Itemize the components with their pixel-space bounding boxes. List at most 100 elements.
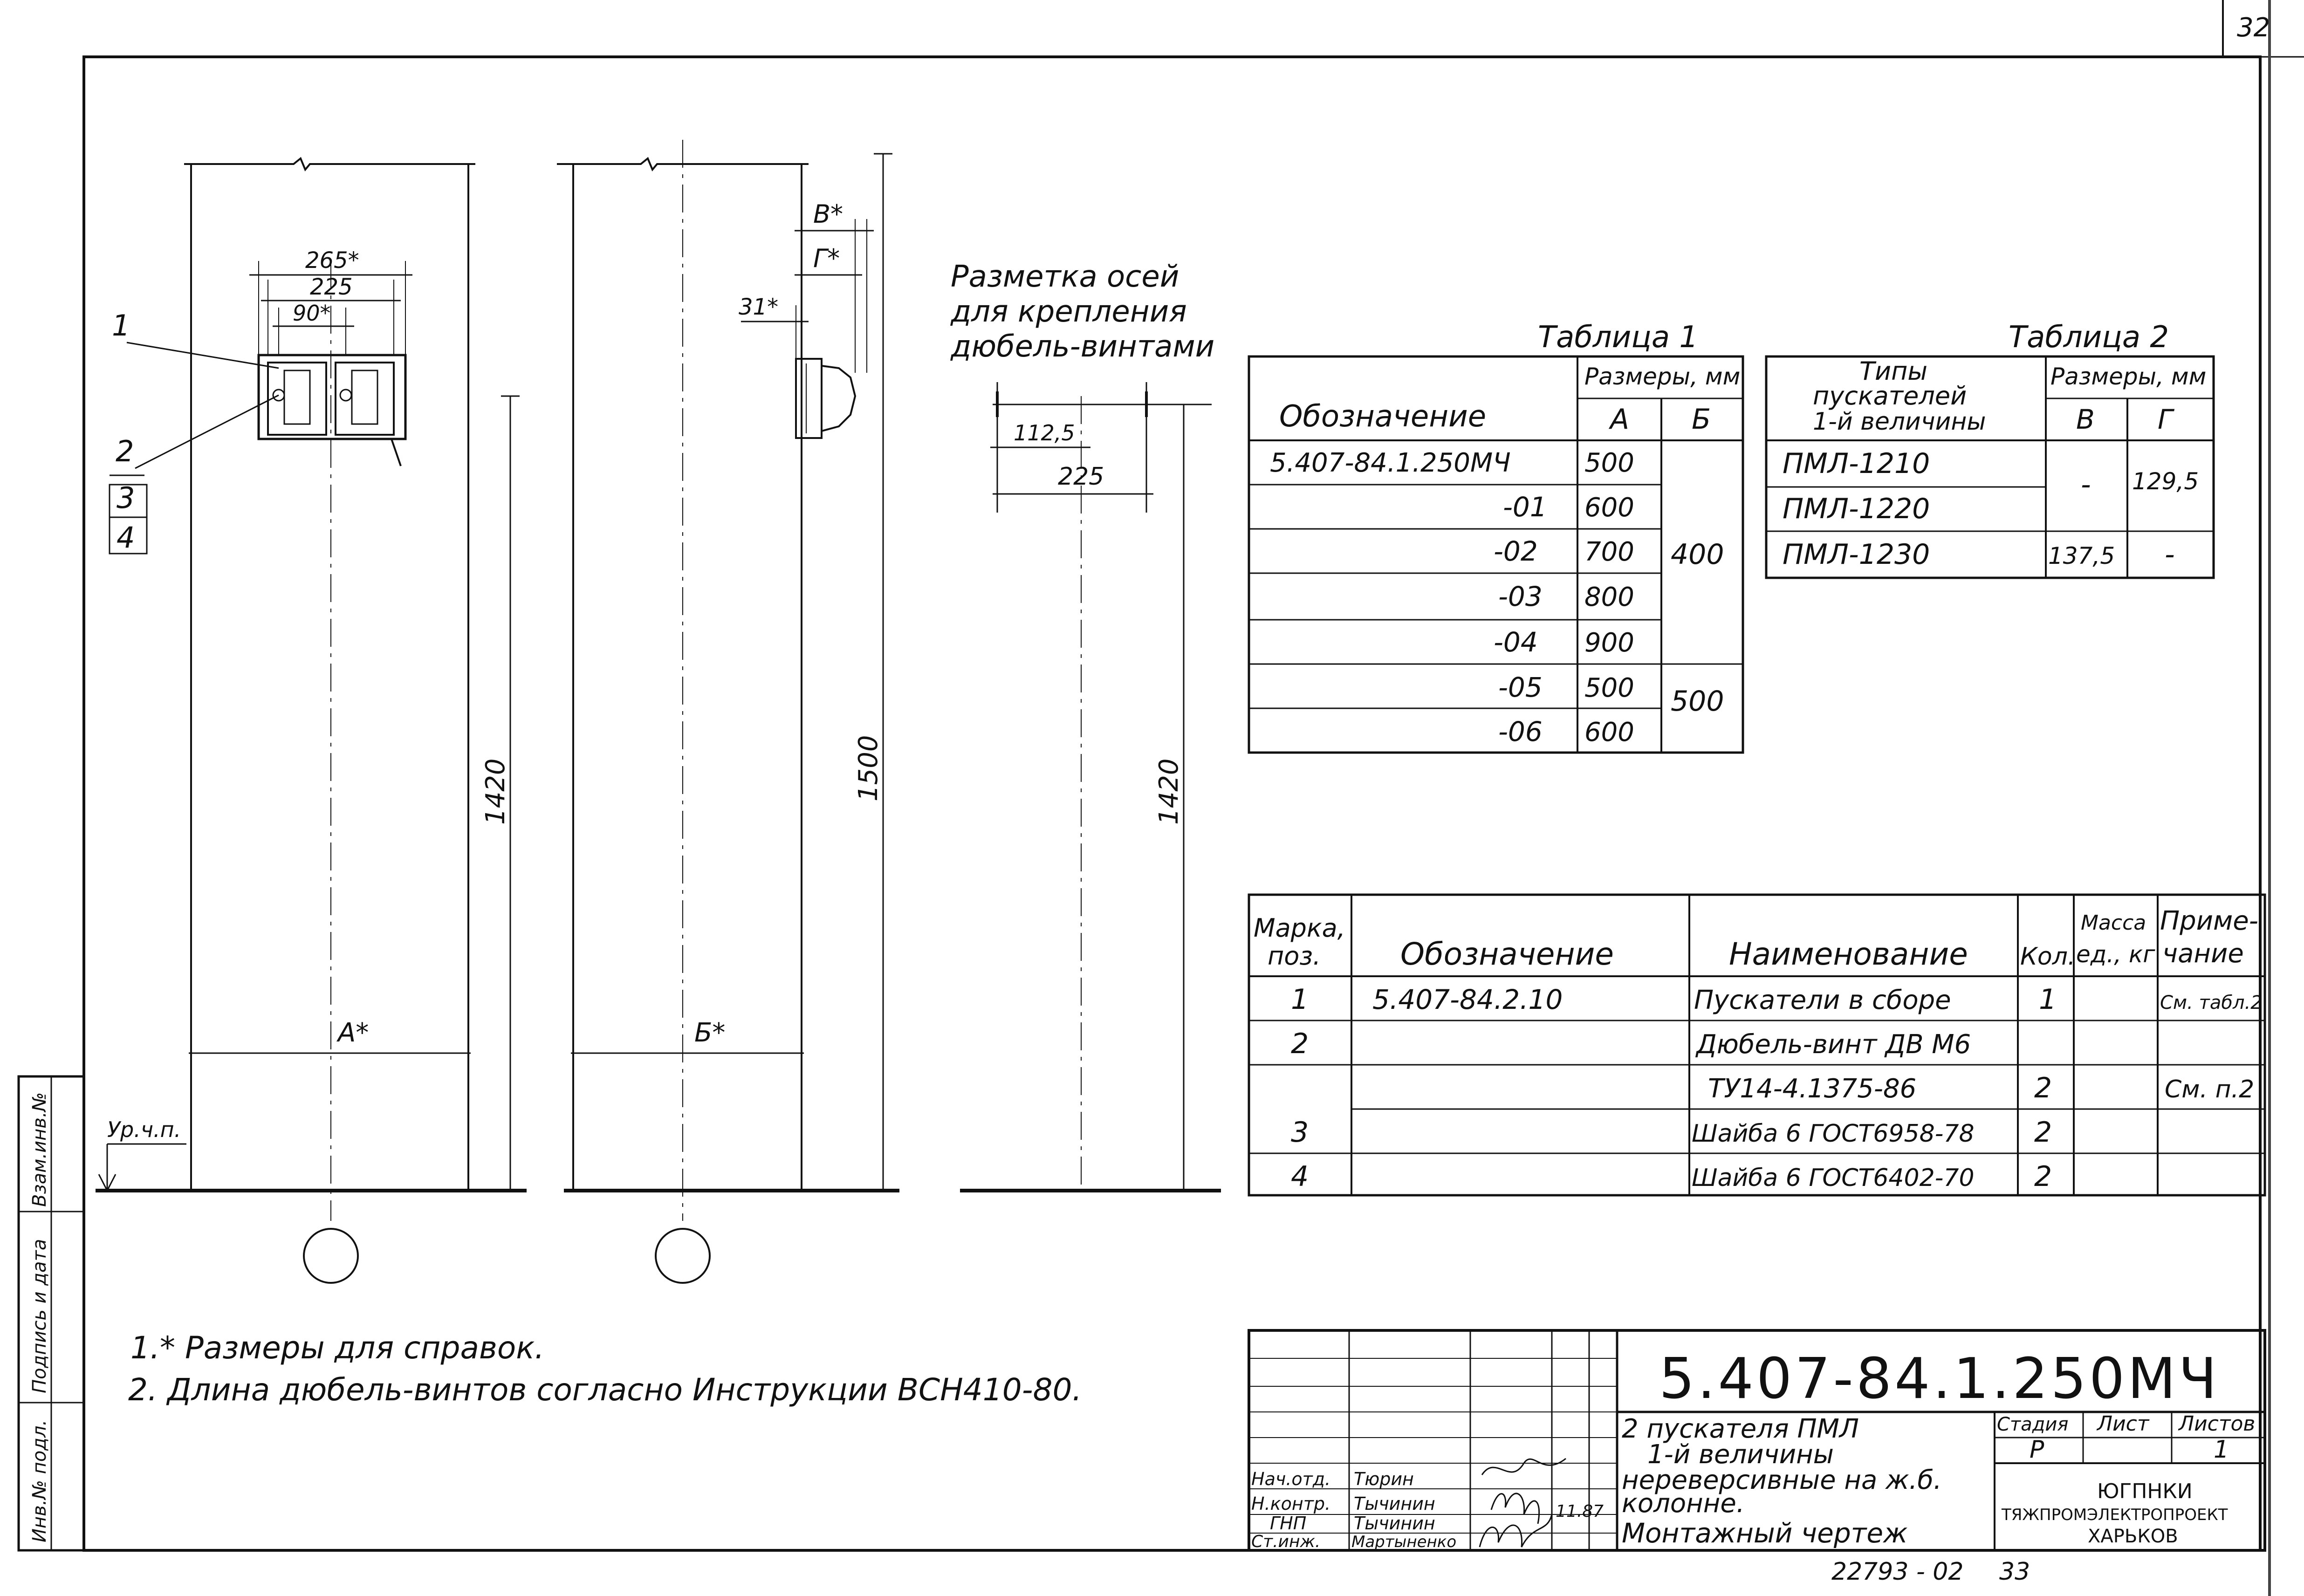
name-2: Тычинин: [1354, 1493, 1435, 1514]
table1-row-6-a: 500: [1584, 673, 1634, 703]
marking-dim-height: 1420: [1154, 758, 1184, 825]
table1-header-a: А: [1608, 403, 1629, 436]
spec-header-mass-line-2: ед., кг: [2076, 941, 2155, 968]
bottom-page: 33: [1999, 1558, 2030, 1586]
org-line-3: ХАРЬКОВ: [2088, 1526, 2178, 1547]
table2-row-3-type: ПМЛ-1230: [1783, 538, 1930, 571]
spec-row-4-name: Шайба 6 ГОСТ6958-78: [1692, 1120, 1975, 1148]
marking-title-line-3: дюбель-винтами: [950, 329, 1214, 364]
table2-row-2-type: ПМЛ-1220: [1783, 493, 1930, 525]
spec-row-1-pos: 1: [1291, 983, 1309, 1016]
table2-header-g: Г: [2158, 404, 2175, 435]
table2-header-sizes: Размеры, мм: [2050, 363, 2206, 390]
spec-row-1-note: См. табл.2: [2160, 992, 2263, 1014]
spec-row-3-note: См. п.2: [2165, 1075, 2254, 1103]
table1-header-sizes: Размеры, мм: [1584, 363, 1740, 390]
table2-header-types-line-1: Типы: [1859, 356, 1927, 386]
spec-row-5-name: Шайба 6 ГОСТ6402-70: [1692, 1164, 1975, 1192]
name-4: Мартыненко: [1351, 1533, 1456, 1551]
title-line-2: 1-й величины: [1647, 1439, 1834, 1470]
spec-header-mark-line-1: Марка,: [1254, 913, 1345, 943]
signature-2: [1490, 1493, 1540, 1524]
dim-g-star: Г*: [813, 244, 840, 273]
stage-label: Стадия: [1997, 1414, 2068, 1435]
sheet-frame: 32: [82, 0, 2304, 1596]
spec-row-1-designation: 5.407-84.2.10: [1372, 984, 1563, 1015]
column-section-circle: [303, 1228, 359, 1284]
table-2: Таблица 2 Типы пускателей 1-й величины Р…: [1765, 320, 2215, 579]
role-1: Нач.отд.: [1251, 1469, 1330, 1489]
spec-row-1-qty: 1: [2039, 983, 2057, 1016]
table2-row-1-type: ПМЛ-1210: [1783, 447, 1930, 480]
title-block: 5.407-84.1.250МЧ Нач.отд. Н.контр. ГНП С…: [1248, 1329, 2266, 1552]
dim-a: А*: [336, 1018, 369, 1048]
table1-row-7-designation: -06: [1498, 716, 1543, 747]
date: 11.87: [1556, 1502, 1604, 1521]
title-line-5: Монтажный чертеж: [1622, 1517, 1907, 1549]
table1-row-2-designation: -01: [1503, 491, 1547, 523]
margin-field-signature: Подпись и дата: [29, 1239, 50, 1393]
stage-value: Р: [2030, 1436, 2044, 1464]
dim-31: 31*: [739, 294, 778, 320]
starter-profile: [795, 358, 823, 439]
table2-v-group-1: -: [2081, 468, 2091, 501]
role-4: Ст.инж.: [1251, 1532, 1320, 1551]
leader-label-2: 2: [116, 434, 134, 468]
spec-header-mark-line-2: поз.: [1268, 941, 1321, 971]
axes-marking-view: Разметка осей для крепления дюбель-винта…: [950, 260, 1221, 1192]
sheet-label: Лист: [2096, 1412, 2150, 1436]
table2-g-group-1: 129,5: [2132, 468, 2199, 495]
role-2: Н.контр.: [1251, 1493, 1330, 1514]
table1-row-2-a: 600: [1584, 493, 1634, 523]
table1-row-4-designation: -03: [1498, 581, 1543, 612]
table1-header-b: Б: [1692, 403, 1711, 436]
table2-row-3-g: -: [2165, 538, 2175, 571]
spec-row-5-qty: 2: [2034, 1160, 2052, 1193]
spec-header-note-line-2: чание: [2162, 938, 2244, 969]
margin-field-replace: Взам.инв.№: [29, 1092, 50, 1207]
spec-header-mass-line-1: Масса: [2081, 911, 2146, 935]
left-margin-stamp: Взам.инв.№ Подпись и дата Инв.№ подл.: [17, 1075, 85, 1552]
table2-header-types-line-2: пускателей: [1813, 381, 1967, 411]
name-3: Тычинин: [1354, 1513, 1435, 1534]
spec-header-qty: Кол.: [2020, 943, 2076, 971]
table1-b-group-2: 500: [1671, 685, 1724, 718]
side-view: В* Г* 31* 1500 Б*: [557, 140, 899, 1284]
drawing-code: 5.407-84.1.250МЧ: [1659, 1347, 2220, 1411]
table2-caption: Таблица 2: [2009, 320, 2169, 355]
front-view: 265* 225 90* 1 2 3 4 1420 А* Ур.ч.п.: [96, 157, 527, 1284]
spec-row-4-qty: 2: [2034, 1116, 2052, 1149]
spec-row-5-pos: 4: [1291, 1160, 1309, 1193]
leader-label-1: 1: [112, 308, 130, 342]
signature-3: [1479, 1514, 1553, 1548]
table1-row-1-designation: 5.407-84.1.250МЧ: [1270, 448, 1511, 478]
spec-row-1-name: Пускатели в сборе: [1694, 985, 1951, 1015]
table1-row-6-designation: -05: [1498, 671, 1543, 703]
name-1: Тюрин: [1354, 1469, 1414, 1489]
signature-1: [1481, 1458, 1566, 1475]
table1-row-1-a: 500: [1584, 448, 1634, 478]
spec-header-designation: Обозначение: [1400, 936, 1614, 972]
org-line-1: ЮГПНКИ: [2097, 1480, 2193, 1503]
column-section-circle-side: [655, 1228, 711, 1284]
bottom-code: 22793 - 02: [1831, 1558, 1963, 1586]
marking-title-line-2: для крепления: [950, 295, 1187, 329]
specification-table: Марка, поз. Обозначение Наименование Кол…: [1248, 893, 2266, 1197]
table1-header-designation: Обозначение: [1279, 399, 1486, 434]
dim-b-star: В*: [813, 199, 843, 229]
spec-row-2-pos: 2: [1291, 1027, 1309, 1060]
spec-header-note-line-1: Приме-: [2160, 906, 2258, 936]
marking-dim-full: 225: [1058, 463, 1104, 491]
dim-width: 225: [310, 274, 353, 300]
spec-row-2-name: Дюбель-винт ДВ М6: [1695, 1029, 1971, 1060]
note-2: 2. Длина дюбель-винтов согласно Инструкц…: [128, 1372, 1082, 1408]
dim-inner: 90*: [293, 301, 331, 326]
corner-number: 32: [2237, 13, 2270, 43]
spec-row-3-qty: 2: [2034, 1072, 2052, 1104]
table2-header-v: В: [2076, 404, 2095, 435]
table1-row-5-a: 900: [1584, 628, 1634, 658]
org-line-2: ТЯЖПРОМЭЛЕКТРОПРОЕКТ: [2001, 1506, 2228, 1524]
dim-height-front: 1420: [480, 758, 511, 825]
dim-overall-width: 265*: [305, 247, 359, 274]
